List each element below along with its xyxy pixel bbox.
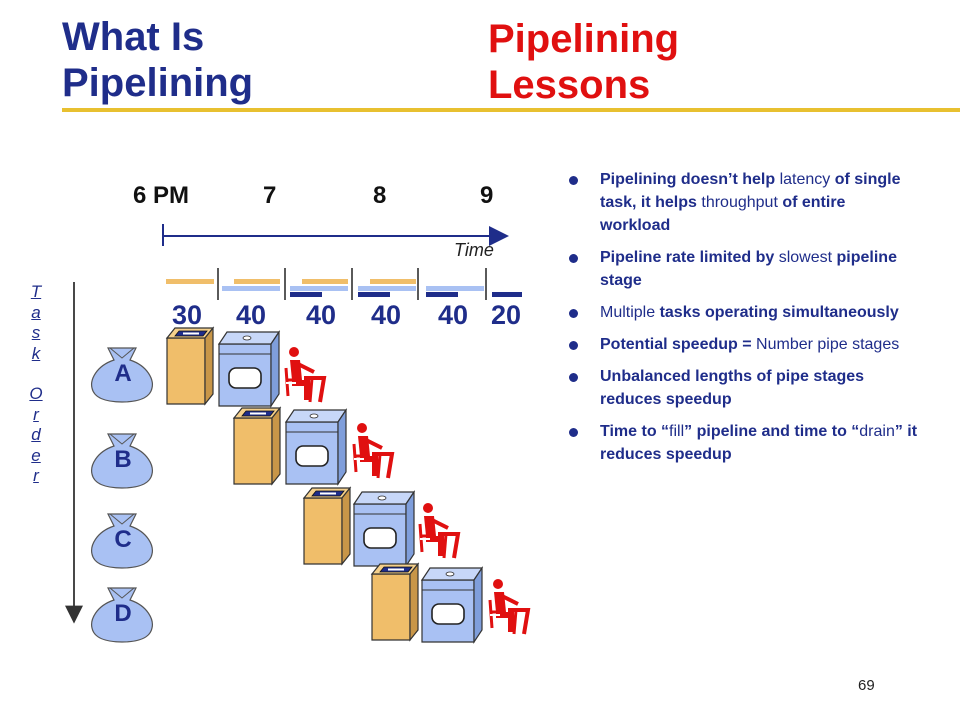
title-pipelining-lessons: Pipelining Lessons: [488, 16, 848, 108]
task-order-letter: r: [33, 466, 39, 485]
time-tick-8: 8: [373, 182, 387, 209]
time-axis-label: Time: [454, 240, 494, 260]
washer-icon: [371, 563, 419, 641]
task-order-letter: r: [33, 404, 39, 424]
task-label-c: C: [114, 526, 132, 553]
dryer-icon: [285, 409, 347, 485]
time-tick-7: 7: [263, 182, 277, 209]
title-right-line2: Lessons: [488, 63, 651, 107]
dryer-icon: [218, 331, 280, 407]
stage-duration: 30: [172, 300, 203, 330]
title-left-line2: Pipelining: [62, 61, 254, 105]
task-order-letter: T: [30, 282, 42, 301]
task-order-letter: k: [31, 343, 41, 363]
time-tick-9: 9: [480, 182, 494, 209]
time-tick-6pm: 6 PM: [133, 182, 190, 209]
bullet-item: Time to “fill” pipeline and time to “dra…: [568, 420, 918, 466]
task-label-b: B: [114, 446, 132, 473]
dryer-icon: [353, 491, 415, 567]
lessons-bullet-list: Pipelining doesn’t help latency of singl…: [568, 168, 918, 475]
task-order-letter: a: [31, 302, 41, 322]
stage-duration: 40: [438, 300, 469, 330]
washer-icon: [166, 327, 214, 405]
task-label-a: A: [114, 360, 132, 387]
stage-duration: 20: [491, 300, 522, 330]
task-order-label: T a s k O r d e r: [26, 282, 46, 487]
washer-icon: [303, 487, 351, 565]
task-order-letter: O: [29, 384, 43, 403]
folder-person-icon: [488, 577, 530, 636]
task-order-letter: d: [31, 425, 41, 444]
task-order-letter: s: [31, 323, 41, 342]
washer-icon: [233, 407, 281, 485]
stage-duration: 40: [371, 300, 402, 330]
folder-person-icon: [284, 345, 326, 404]
title-what-is-pipelining: What Is Pipelining: [62, 14, 422, 106]
folder-person-icon: [418, 501, 460, 560]
dryer-icon: [421, 567, 483, 643]
page-number: 69: [858, 677, 875, 694]
bullet-item: Pipeline rate limited by slowest pipelin…: [568, 246, 918, 292]
task-order-letter: e: [31, 445, 41, 465]
title-right-line1: Pipelining: [488, 17, 680, 61]
folder-person-icon: [352, 421, 394, 480]
title-divider: [62, 108, 960, 112]
stage-bars: [166, 279, 522, 297]
bullet-item: Potential speedup = Number pipe stages: [568, 333, 918, 356]
task-label-d: D: [114, 600, 132, 627]
bullet-item: Multiple tasks operating simultaneously: [568, 301, 918, 324]
bullet-item: Unbalanced lengths of pipe stages reduce…: [568, 365, 918, 411]
stage-duration: 40: [306, 300, 337, 330]
stage-separators: [217, 268, 487, 300]
stage-duration: 40: [236, 300, 267, 330]
title-left-line1: What Is: [62, 15, 205, 59]
bullet-item: Pipelining doesn’t help latency of singl…: [568, 168, 918, 237]
